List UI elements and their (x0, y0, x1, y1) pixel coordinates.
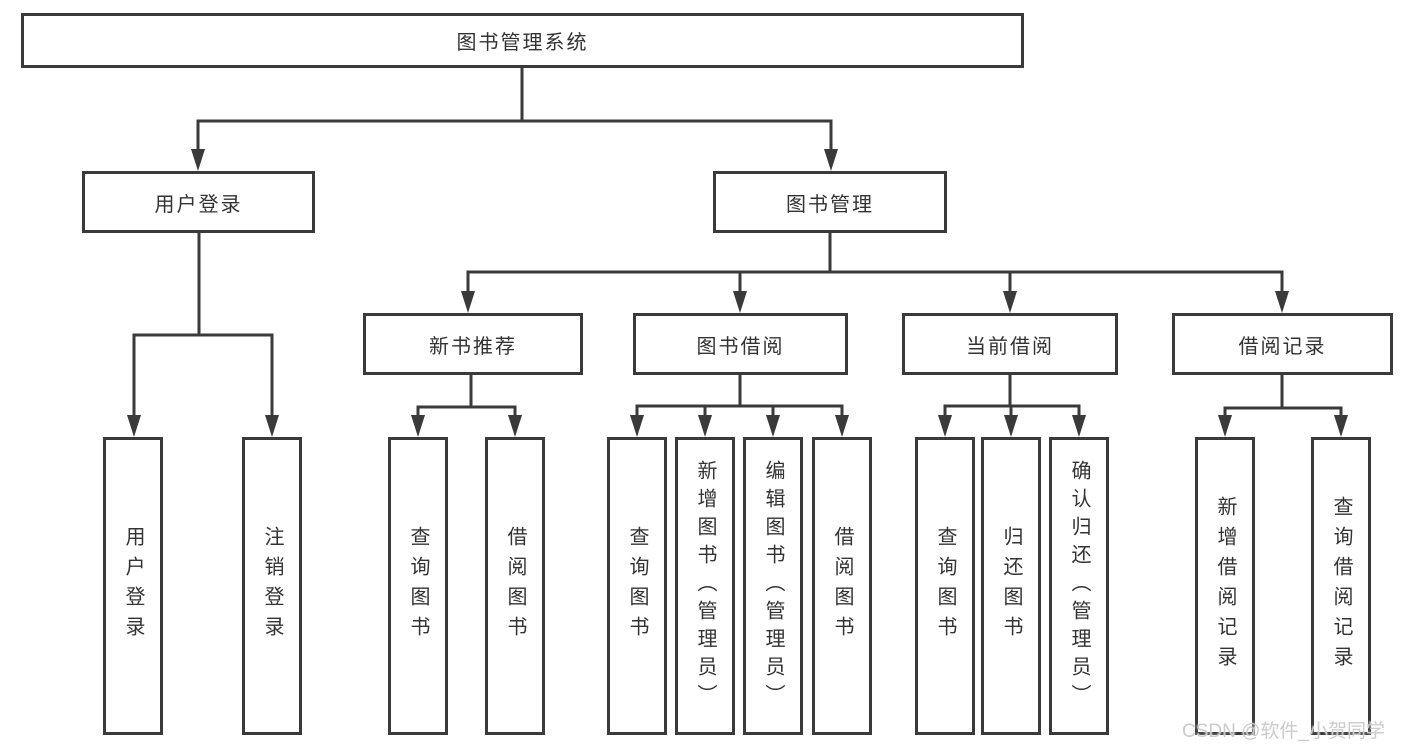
leaf-borrow-books-recommend: 借阅图书 (485, 437, 545, 735)
arrow-icon (127, 415, 141, 437)
connector-root-to-level2 (196, 66, 833, 154)
arrow-icon (1003, 291, 1017, 313)
leaf-query-books-current: 查询图书 (915, 437, 975, 735)
node-new-book-recommend: 新书推荐 (363, 313, 583, 375)
leaf-logout: 注销登录 (242, 437, 302, 735)
node-label: 图书借阅 (696, 335, 785, 358)
leaf-label: 新增借阅记录 (1214, 496, 1236, 676)
leaf-return-book: 归还图书 (981, 437, 1041, 735)
leaf-user-login: 用户登录 (103, 437, 163, 735)
leaf-label: 编辑图书（管理员） (762, 460, 784, 712)
node-root-system: 图书管理系统 (21, 13, 1024, 68)
leaf-add-book-admin: 新增图书（管理员） (675, 437, 735, 735)
leaf-query-borrow-record: 查询借阅记录 (1311, 437, 1371, 735)
leaf-label: 用户登录 (122, 526, 144, 646)
arrow-icon (766, 415, 780, 437)
connector-userlogin-to-leaves (132, 232, 274, 420)
leaf-add-borrow-record: 新增借阅记录 (1195, 437, 1255, 735)
arrow-icon (411, 415, 425, 437)
arrowheads (127, 149, 1348, 437)
leaf-label: 查询图书 (934, 526, 956, 646)
arrow-icon (938, 415, 952, 437)
arrow-icon (1275, 291, 1289, 313)
node-book-borrowing: 图书借阅 (633, 313, 848, 375)
arrow-icon (835, 415, 849, 437)
node-user-login: 用户登录 (82, 171, 315, 233)
leaf-borrow-books: 借阅图书 (812, 437, 872, 735)
arrow-icon (733, 291, 747, 313)
connector-bookborrow-to-leaves (635, 373, 844, 420)
leaf-label: 注销登录 (261, 526, 283, 646)
connector-records-to-leaves (1223, 373, 1343, 420)
connector-newbook-to-leaves (416, 373, 517, 420)
leaf-label: 借阅图书 (831, 526, 853, 646)
node-label: 用户登录 (154, 193, 243, 216)
arrow-icon (508, 415, 522, 437)
leaf-query-books-borrow: 查询图书 (607, 437, 667, 735)
arrow-icon (265, 415, 279, 437)
node-book-management: 图书管理 (713, 171, 947, 233)
arrow-icon (1218, 415, 1232, 437)
leaf-label: 借阅图书 (504, 526, 526, 646)
arrow-icon (191, 149, 205, 171)
arrow-icon (461, 291, 475, 313)
arrow-icon (698, 415, 712, 437)
csdn-watermark: CSDN @软件_小贺同学 (1182, 721, 1385, 742)
node-current-borrowing: 当前借阅 (902, 313, 1118, 375)
arrow-icon (824, 149, 838, 171)
leaf-label: 查询图书 (407, 526, 429, 646)
node-label: 图书管理系统 (456, 32, 589, 54)
node-borrowing-records: 借阅记录 (1172, 313, 1393, 375)
leaf-confirm-return-admin: 确认归还（管理员） (1049, 437, 1109, 735)
leaf-label: 查询借阅记录 (1330, 496, 1352, 676)
connector-bookmgmt-to-level3 (466, 230, 1284, 296)
node-label: 当前借阅 (966, 335, 1054, 358)
connector-current-to-leaves (943, 373, 1081, 420)
arrow-icon (630, 415, 644, 437)
leaf-label: 确认归还（管理员） (1068, 460, 1090, 712)
arrow-icon (1334, 415, 1348, 437)
leaf-label: 新增图书（管理员） (694, 460, 716, 712)
arrow-icon (1072, 415, 1086, 437)
leaf-label: 查询图书 (626, 526, 648, 646)
node-label: 新书推荐 (429, 335, 517, 358)
leaf-edit-book-admin: 编辑图书（管理员） (743, 437, 803, 735)
arrow-icon (1004, 415, 1018, 437)
leaf-query-books-recommend: 查询图书 (388, 437, 448, 735)
node-label: 图书管理 (786, 193, 874, 216)
leaf-label: 归还图书 (1000, 526, 1022, 646)
node-label: 借阅记录 (1238, 335, 1327, 358)
